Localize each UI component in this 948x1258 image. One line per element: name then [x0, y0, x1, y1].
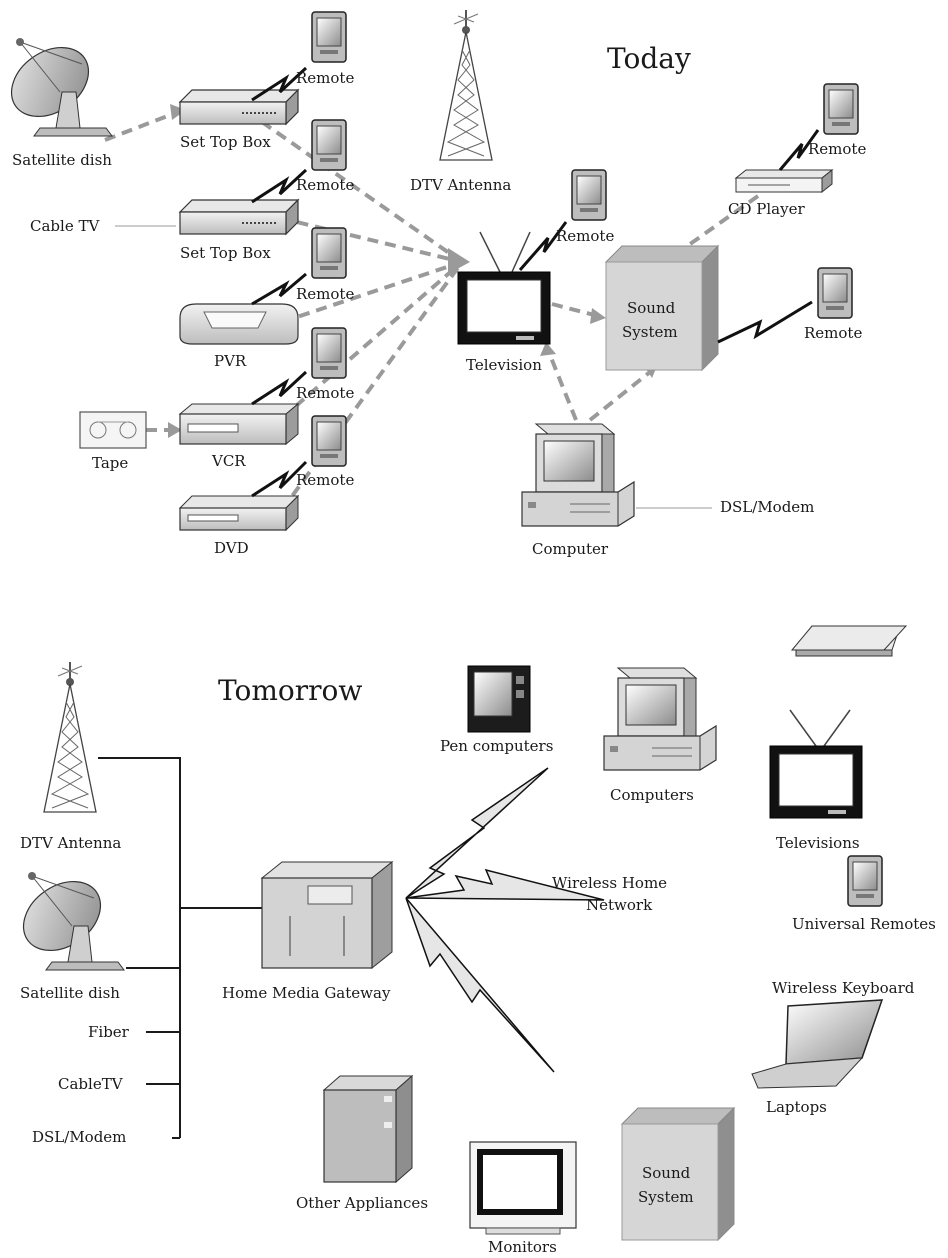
- cable-tv-label: CableTV: [58, 1075, 124, 1093]
- computer-label: Computer: [532, 540, 609, 558]
- pvr-label: PVR: [214, 352, 247, 370]
- remote-icon: [817, 267, 853, 319]
- tomorrow-dsl-modem-label: DSL/Modem: [32, 1128, 126, 1146]
- sound-system-icon: [620, 1106, 736, 1242]
- universal-remotes-label: Universal Remotes: [792, 915, 936, 933]
- set-top-box-1-label: Set Top Box: [180, 133, 271, 151]
- today-connections: [104, 104, 760, 512]
- universal-remote-icon: [847, 855, 883, 907]
- dvd-label: DVD: [214, 539, 249, 557]
- remote-label-3: Remote: [296, 285, 354, 303]
- monitors-label: Monitors: [488, 1238, 557, 1256]
- cd-player-icon: [734, 168, 834, 194]
- set-top-box-icon: [179, 199, 299, 235]
- remote-icon: [311, 415, 347, 467]
- tomorrow-sound-system-label-line2: System: [638, 1188, 694, 1206]
- remote-icon: [311, 327, 347, 379]
- keyboard-top: [790, 625, 908, 651]
- remote-icon: [311, 227, 347, 279]
- set-top-box-2-label: Set Top Box: [180, 244, 271, 262]
- tomorrow-section: Tomorrow DTV Antenna Satellite dish Fibe…: [9, 625, 936, 1256]
- other-appliances-icon: [322, 1074, 414, 1184]
- remote-icon: [311, 119, 347, 171]
- dtv-antenna-icon: [439, 9, 493, 161]
- sound-system-label-line1: Sound: [627, 299, 676, 317]
- cd-player-label: CD Player: [728, 200, 805, 218]
- television-icon: [457, 271, 551, 345]
- wireless-keyboard-label: Wireless Keyboard: [772, 979, 915, 997]
- tape-label: Tape: [92, 454, 128, 472]
- sound-system-label-line2: System: [622, 323, 678, 341]
- vcr-label: VCR: [211, 452, 246, 470]
- satellite-dish-icon: [9, 866, 125, 971]
- today-dtv-antenna-label: DTV Antenna: [410, 176, 511, 194]
- computers-icon: [603, 667, 717, 771]
- pvr-icon: [179, 303, 299, 345]
- computers-label: Computers: [610, 786, 694, 804]
- tomorrow-heading: Tomorrow: [218, 674, 362, 707]
- laptop-icon: [751, 999, 884, 1089]
- remote-label-tv: Remote: [556, 227, 614, 245]
- home-media-gateway-label: Home Media Gateway: [222, 984, 391, 1002]
- monitor-icon: [469, 1141, 577, 1235]
- remote-label-4: Remote: [296, 384, 354, 402]
- televisions-label: Televisions: [776, 834, 860, 852]
- remote-label-1: Remote: [296, 69, 354, 87]
- remote-icon: [571, 169, 607, 221]
- dtv-antenna-icon: [43, 661, 97, 813]
- remote-icon: [311, 11, 347, 63]
- wireless-signal-icon: [405, 767, 605, 1073]
- today-section: Today Satellite dish: [0, 9, 866, 558]
- today-satellite-dish-label: Satellite dish: [12, 151, 112, 169]
- satellite-dish-icon: [0, 32, 113, 137]
- fiber-label: Fiber: [88, 1023, 130, 1041]
- vcr-icon: [178, 402, 300, 446]
- tomorrow-dtv-antenna-label: DTV Antenna: [20, 834, 121, 852]
- other-appliances-label: Other Appliances: [296, 1194, 428, 1212]
- today-dsl-modem-label: DSL/Modem: [720, 498, 814, 516]
- pen-computer-icon: [467, 665, 531, 733]
- wireless-network-label-line2: Network: [586, 896, 653, 914]
- remote-icon: [823, 83, 859, 135]
- remote-label-sound: Remote: [804, 324, 862, 342]
- home-media-gateway-icon: [260, 860, 394, 970]
- pen-computers-label: Pen computers: [440, 737, 553, 755]
- tomorrow-satellite-dish-label: Satellite dish: [20, 984, 120, 1002]
- tomorrow-sound-system-label-line1: Sound: [642, 1164, 691, 1182]
- dvd-icon: [178, 494, 300, 532]
- today-heading: Today: [607, 42, 691, 75]
- set-top-box-icon: [179, 89, 299, 125]
- remote-label-2: Remote: [296, 176, 354, 194]
- wireless-network-label-line1: Wireless Home: [552, 874, 667, 892]
- televisions-icon: [769, 745, 863, 819]
- cable-tv-label: Cable TV: [30, 217, 100, 235]
- remote-label-5: Remote: [296, 471, 354, 489]
- computer-icon: [521, 423, 635, 527]
- tape-icon: [79, 411, 147, 449]
- laptops-label: Laptops: [766, 1098, 827, 1116]
- television-label: Television: [466, 356, 542, 374]
- wired-bus: [98, 757, 262, 1139]
- remote-label-cd: Remote: [808, 140, 866, 158]
- sound-system-icon: [604, 244, 720, 372]
